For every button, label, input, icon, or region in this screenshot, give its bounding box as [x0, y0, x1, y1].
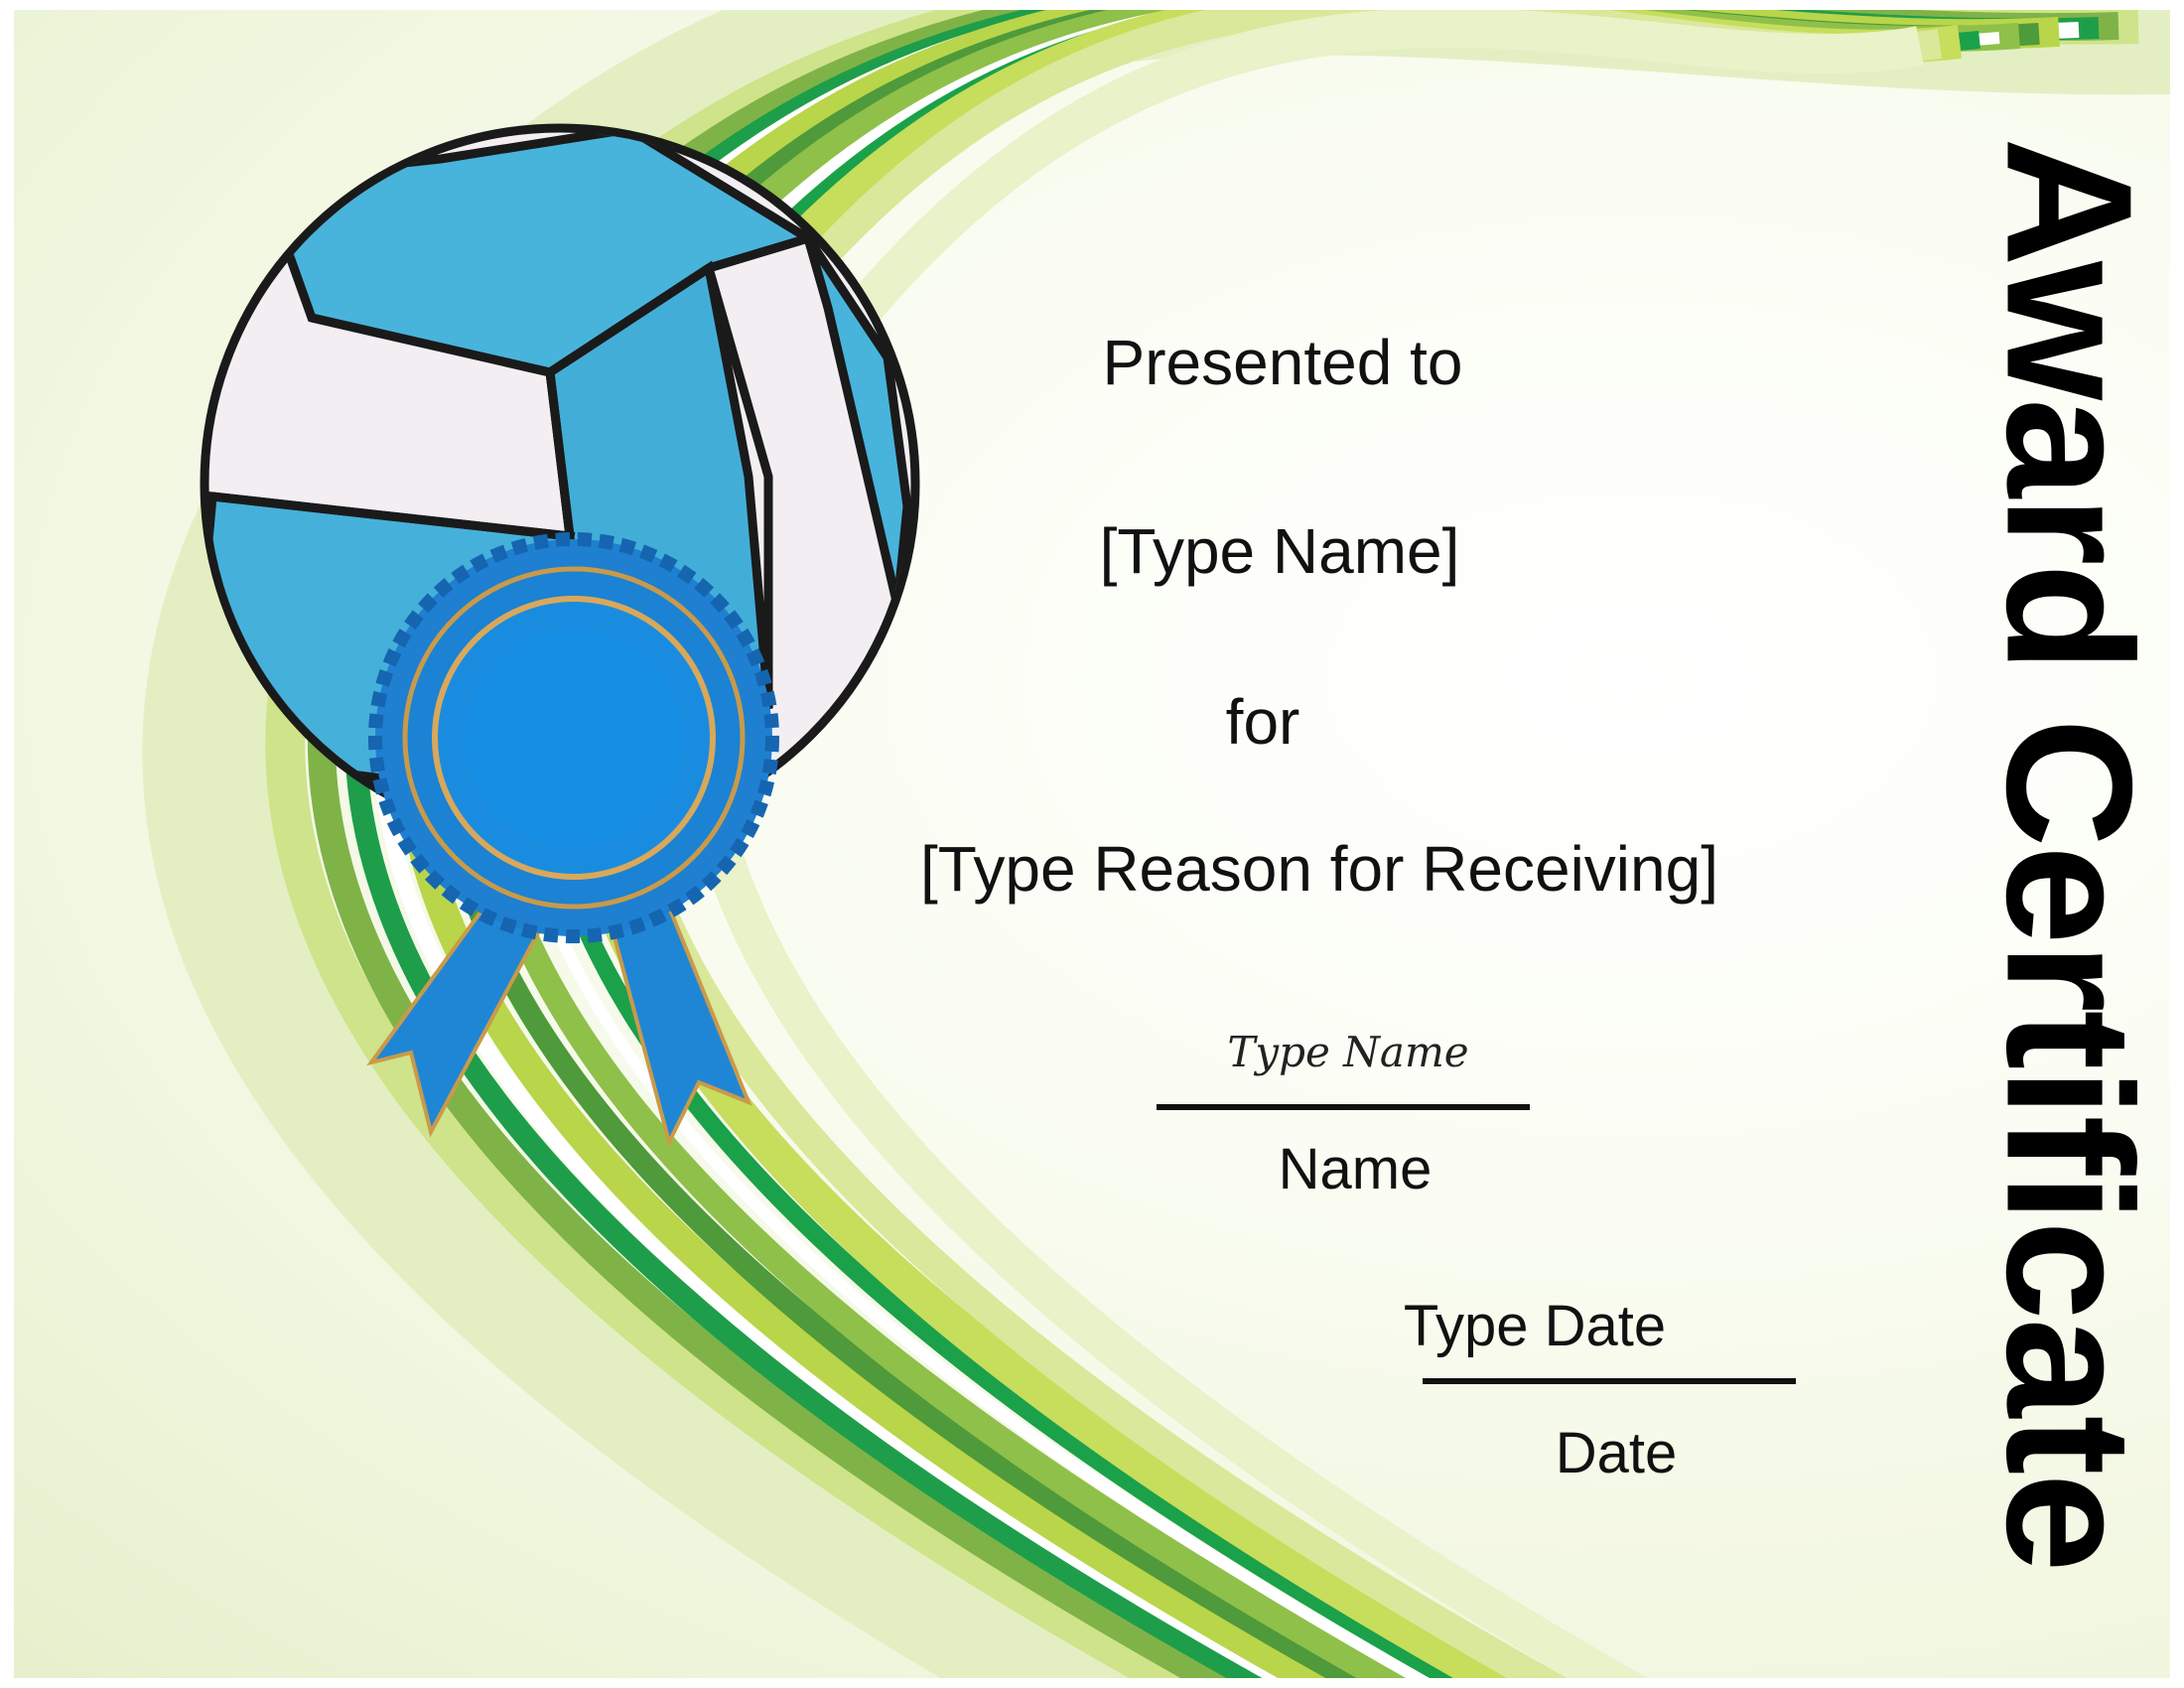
date-field[interactable]: Type Date: [1403, 1294, 1667, 1358]
date-line: [1423, 1378, 1796, 1384]
presented-to-label: Presented to: [1102, 327, 1463, 398]
signature-field[interactable]: Type Name: [1227, 1028, 1469, 1076]
signature-line: [1157, 1104, 1530, 1110]
certificate: Presented to [Type Name] for [Type Reaso…: [14, 10, 2170, 1678]
signature-caption: Name: [1278, 1137, 1433, 1201]
reason-field[interactable]: [Type Reason for Receiving]: [920, 833, 1718, 905]
green-swoosh-background: [142, 10, 2170, 1678]
recipient-name-field[interactable]: [Type Name]: [1099, 515, 1460, 587]
for-label: for: [1225, 686, 1300, 758]
date-caption: Date: [1555, 1421, 1678, 1485]
award-ribbon-icon: [366, 532, 779, 1148]
certificate-title: Award Certificate: [1969, 137, 2169, 1571]
